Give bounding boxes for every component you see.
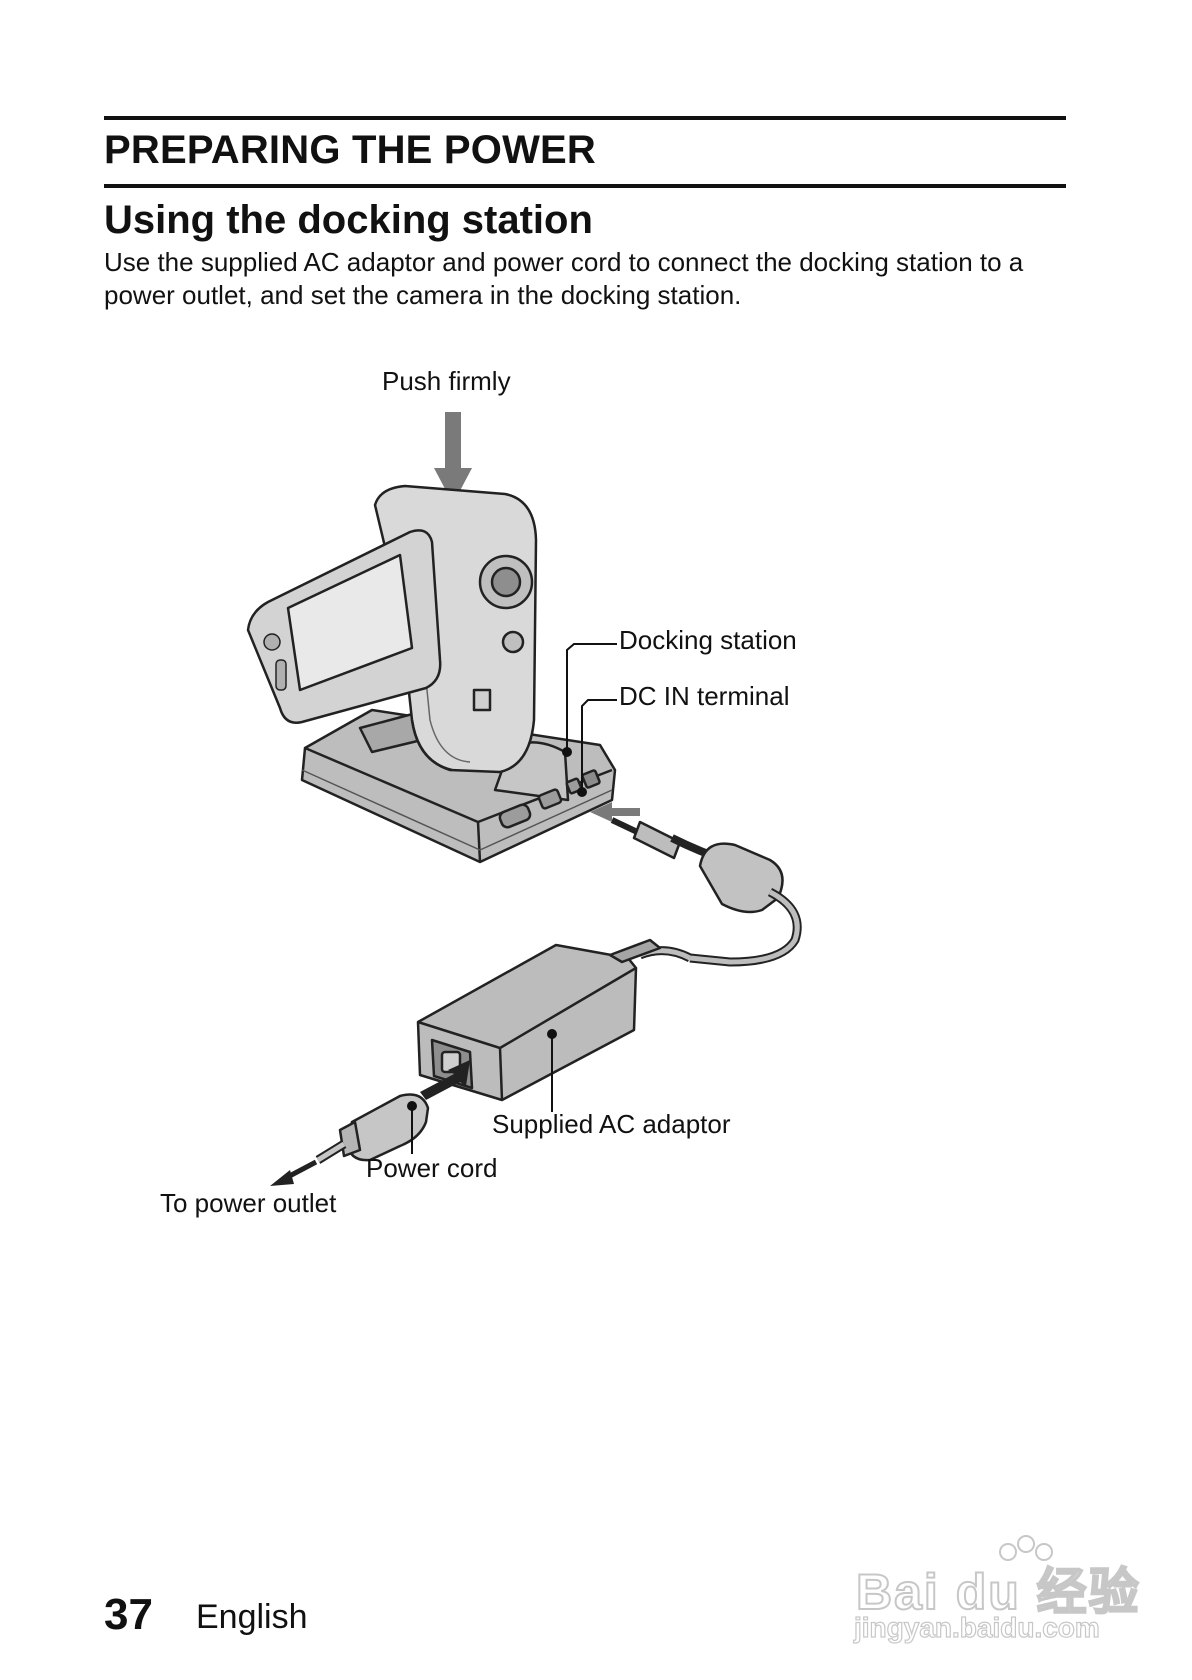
insert-arrow-ac-icon [420,1060,470,1100]
paw-icon [999,1535,1053,1561]
callout-docking-station: Docking station [619,625,797,655]
power-cord-shape [315,1093,430,1164]
callout-push-firmly: Push firmly [382,366,511,396]
intro-paragraph: Use the supplied AC adaptor and power co… [104,247,1024,310]
push-arrow-icon [434,412,472,504]
insert-arrow-dc-icon [590,802,640,822]
top-rule [104,116,1066,120]
callout-ac-adaptor: Supplied AC adaptor [492,1109,731,1139]
page-number: 37 [104,1590,153,1639]
docking-station-shape [300,708,617,864]
baidu-watermark: Bai du 经验 jingyan.baidu.com [848,1530,1148,1650]
ac-adaptor-shape [416,938,662,1102]
leader-lines [407,643,617,1154]
watermark-brand: Bai du 经验 [855,1563,1141,1621]
outlet-arrow-icon [270,1159,318,1186]
section-title: PREPARING THE POWER [104,128,596,172]
lcd-panel-shape [246,529,442,724]
callout-power-cord: Power cord [366,1153,498,1183]
subsection-title: Using the docking station [104,198,593,242]
section-rule [104,184,1066,188]
page-language: English [196,1598,308,1636]
callout-power-outlet: To power outlet [160,1188,337,1218]
watermark-url: jingyan.baidu.com [853,1611,1100,1643]
dc-cable-shape [610,817,802,967]
callout-dc-in-terminal: DC IN terminal [619,681,790,711]
